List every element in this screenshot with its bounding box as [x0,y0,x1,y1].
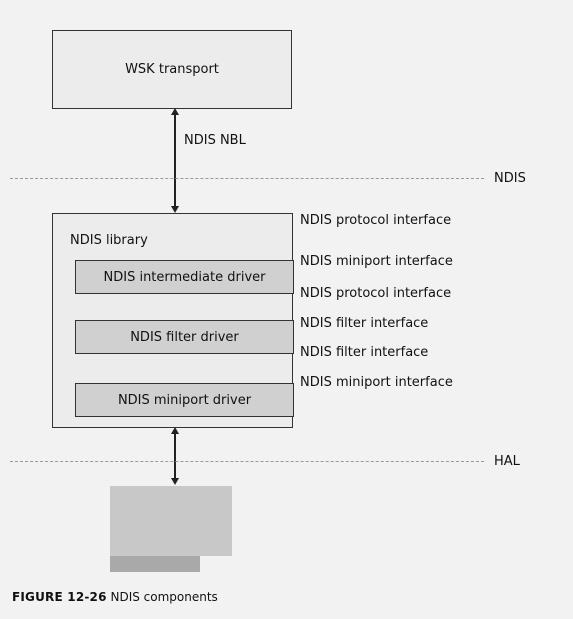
ndis-library-label: NDIS library [70,233,148,248]
arrow-down-bottom [171,478,179,485]
ndis-intermediate-driver-box: NDIS intermediate driver [75,260,294,294]
ndis-boundary-label: NDIS [494,171,526,186]
figure-number: FIGURE 12-26 [12,590,107,604]
figure-title: NDIS components [110,590,218,604]
ndis-miniport-driver-label: NDIS miniport driver [117,392,252,408]
ndis-miniport-driver-box: NDIS miniport driver [75,383,294,417]
interface-label: NDIS protocol interface [300,213,452,228]
connector-line-top [174,114,176,207]
figure-caption: FIGURE 12-26 NDIS components [12,590,218,604]
connector-line-bottom [174,433,176,479]
ndis-nbl-label: NDIS NBL [184,133,246,148]
interface-label: NDIS miniport interface [300,375,453,390]
interface-label: NDIS filter interface [300,345,429,360]
ndis-filter-driver-label: NDIS filter driver [130,329,239,345]
wsk-transport-box: WSK transport [52,30,292,109]
arrow-up-top [171,108,179,115]
interface-label: NDIS filter interface [300,316,429,331]
arrow-up-bottom [171,427,179,434]
arrow-down-top [171,206,179,213]
ndis-boundary-line [10,178,484,179]
hardware-block [110,486,232,556]
hal-boundary-line [10,461,484,462]
interface-label: NDIS miniport interface [300,254,453,269]
wsk-transport-label: WSK transport [125,62,219,77]
ndis-filter-driver-box: NDIS filter driver [75,320,294,354]
ndis-intermediate-driver-label: NDIS intermediate driver [103,269,266,285]
interface-label: NDIS protocol interface [300,286,452,301]
hardware-block-shadow [110,556,200,572]
hal-boundary-label: HAL [494,454,520,469]
